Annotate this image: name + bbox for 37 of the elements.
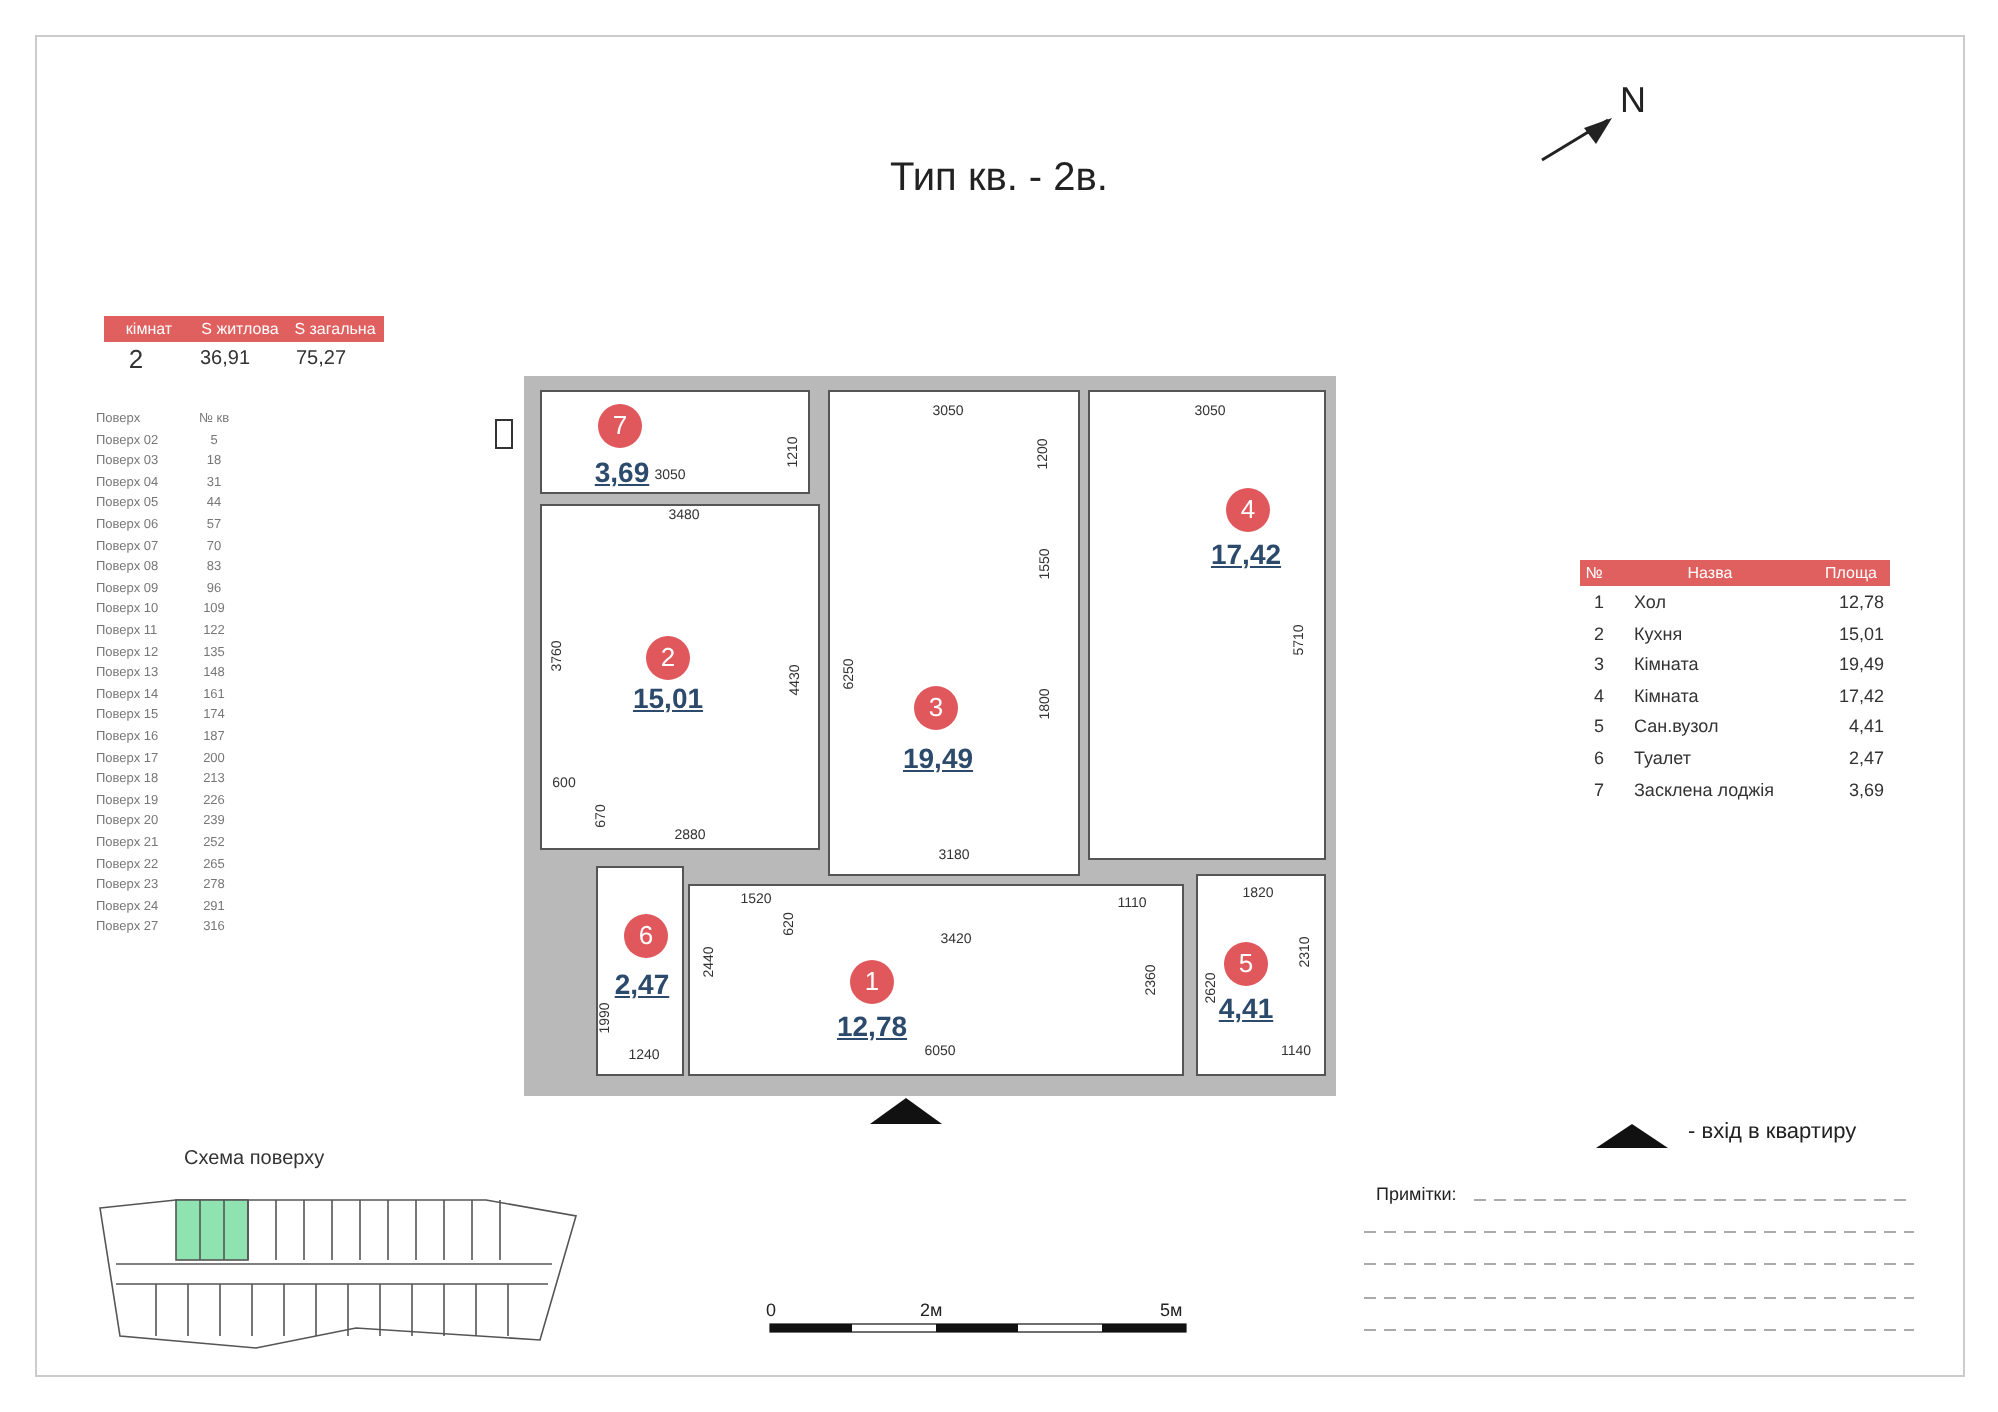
notes-label: Примітки: [1376, 1184, 1457, 1204]
table-text: 3 [1594, 654, 1605, 675]
table-text: 19,49 [1836, 654, 1884, 675]
table-header-cell: № [1580, 560, 1608, 586]
table-text: 6 [1594, 748, 1605, 768]
table-text: 7 [1594, 779, 1605, 800]
plan-title: Тип кв. - 2в. [888, 156, 1110, 202]
table-text: 2,47 [1846, 748, 1884, 768]
table-text: 36,91 [200, 348, 248, 370]
table-header-cell: Назва [1608, 560, 1812, 586]
table-text: 2 [1594, 623, 1605, 644]
table-text: 5 [1594, 716, 1605, 737]
table-text: Засклена лоджія [1634, 779, 1775, 800]
table-text: 2 [126, 344, 146, 374]
scale-label: 0 [766, 1300, 777, 1320]
table-text: 15,01 [1836, 623, 1884, 644]
table-text: 4,41 [1846, 716, 1884, 737]
table-text: 17,42 [1836, 685, 1884, 706]
table-header-cell: кімнат [104, 316, 194, 342]
table-header-cell: S загальна [286, 316, 384, 342]
scheme-title: Схема поверху [184, 1148, 325, 1170]
table-text: Кімната [1634, 654, 1699, 675]
table-text: Кімната [1634, 685, 1699, 706]
table-text: Туалет [1634, 748, 1691, 768]
table-header-cell: S житлова [194, 316, 286, 342]
table-text: Сан.вузол [1634, 716, 1719, 737]
scale-label: 2м [920, 1300, 943, 1320]
table-text: 75,27 [296, 348, 344, 370]
table-text: Хол [1634, 592, 1666, 612]
compass-letter: N [1620, 80, 1646, 122]
scale-label: 5м [1160, 1300, 1183, 1320]
table-text: 4 [1594, 685, 1605, 706]
table-text: 1 [1594, 592, 1605, 612]
table-text: Кухня [1634, 623, 1683, 644]
table-text: 12,78 [1836, 592, 1884, 612]
legend-text: - вхід в квартиру [1688, 1120, 1857, 1144]
table-header-cell: Площа [1812, 560, 1890, 586]
